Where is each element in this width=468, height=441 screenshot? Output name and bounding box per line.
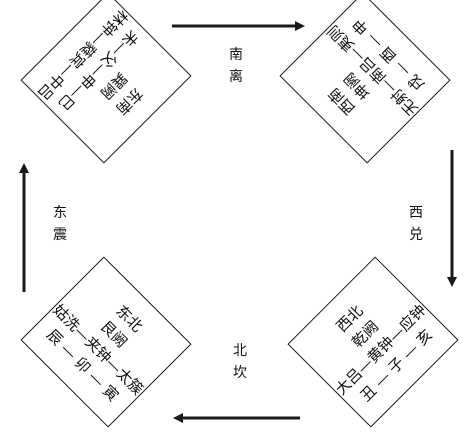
direction-label-bottom: 北 坎 [230,342,250,382]
direction-right-char-2: 兑 [409,227,423,243]
direction-top-char-2: 离 [229,69,243,85]
direction-bottom-char-2: 坎 [233,365,247,381]
direction-left-char-2: 震 [53,227,67,243]
direction-label-top: 南 离 [226,46,246,86]
direction-label-right: 西 兑 [406,204,426,244]
direction-bottom-char-1: 北 [233,343,247,359]
direction-top-char-1: 南 [229,47,243,63]
direction-right-char-1: 西 [409,205,423,221]
direction-left-char-1: 东 [53,205,67,221]
direction-label-left: 东 震 [50,204,70,244]
